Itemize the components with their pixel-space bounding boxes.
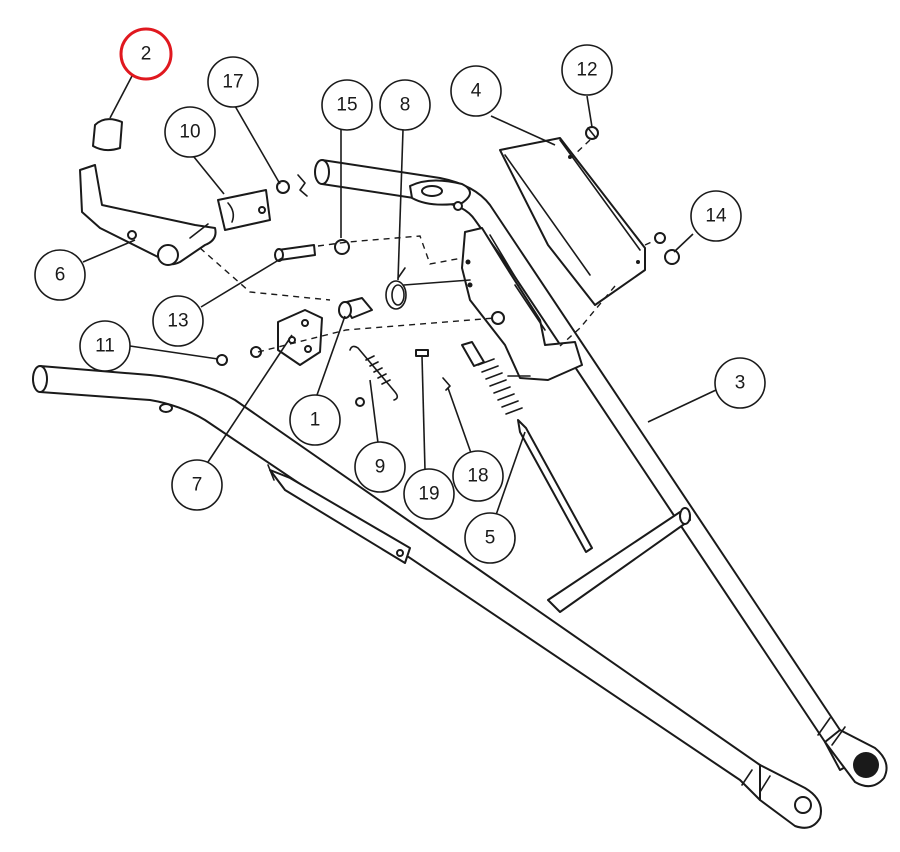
callout-label: 3 [735,373,746,394]
handle-frame-part [32,159,888,829]
callout-11: 11 [79,320,131,372]
spring-8-part [385,267,471,310]
callout-8: 8 [379,79,431,131]
callout-2: 2 [119,27,173,81]
nut-15-part [334,239,350,255]
callout-1: 1 [289,394,341,446]
callout-label: 18 [467,466,488,487]
lever-6-part [79,164,217,266]
callout-10: 10 [164,106,216,158]
callout-3: 3 [714,357,766,409]
cover-plate-part [499,137,646,306]
leader-lines [82,75,717,516]
callouts: 2 17 10 15 8 4 12 14 [34,27,766,564]
callout-13: 13 [152,295,204,347]
callout-label: 14 [705,206,727,227]
grip-cap-2-part [92,118,123,152]
callout-14: 14 [690,190,742,242]
callout-label: 8 [400,95,411,116]
callout-label: 7 [192,475,203,496]
callout-label: 11 [95,336,115,357]
bolt-11-part [216,346,262,366]
callout-9: 9 [354,441,406,493]
callout-label: 9 [375,457,386,478]
callout-label: 2 [141,44,152,65]
nut-14-part [654,232,680,265]
callout-7: 7 [171,459,223,511]
callout-label: 10 [179,122,200,143]
callout-5: 5 [464,512,516,564]
cable-5-part [461,341,593,553]
cotter-18-part [442,377,451,391]
callout-label: 5 [485,528,496,549]
callout-4: 4 [450,65,502,117]
callout-label: 13 [167,311,188,332]
callout-label: 17 [222,72,243,93]
callout-6: 6 [34,249,86,301]
callout-label: 12 [576,60,597,81]
callout-label: 15 [336,95,357,116]
callout-15: 15 [321,79,373,131]
clip-17-part [276,174,308,197]
bolt-12-part [585,126,599,140]
pin-19-part [415,349,429,357]
assembly-lines [199,139,657,353]
callout-label: 19 [418,484,439,505]
callout-19: 19 [403,468,455,520]
callout-17: 17 [207,56,259,108]
callout-18: 18 [452,450,504,502]
spring-9-part [349,345,399,407]
latch-bracket-10-part [217,189,271,231]
callout-label: 4 [471,81,482,102]
control-bracket-part [409,179,583,381]
callout-label: 6 [55,265,66,286]
bushing-1-part [338,297,373,319]
callout-12: 12 [561,44,613,96]
callout-label: 1 [310,410,321,431]
